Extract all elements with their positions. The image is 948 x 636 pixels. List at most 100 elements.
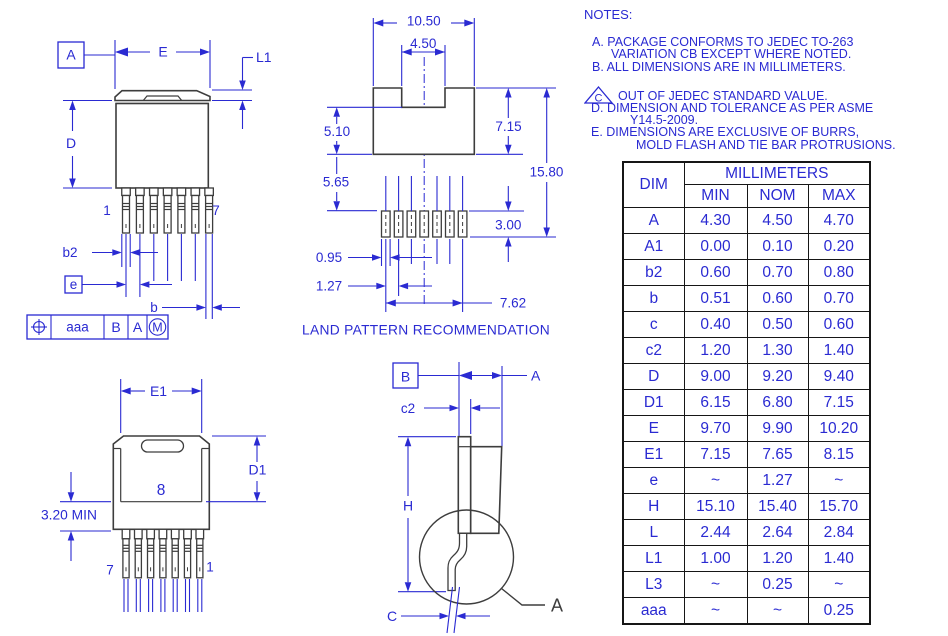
cell-nom: 7.65 — [746, 441, 809, 468]
dimension-15-80: 15.80 — [470, 88, 563, 238]
cell-nom: 0.10 — [746, 233, 809, 260]
dimension-d1: D1 — [206, 435, 267, 503]
dim-b-label: b — [150, 300, 158, 315]
front-pin7-number: 7 — [212, 203, 220, 218]
front-view: A E L1 D — [26, 40, 272, 340]
cell-dim: c — [622, 311, 685, 338]
dimension-c2: c2 — [401, 399, 500, 434]
dimension-10-50: 10.50 — [372, 14, 475, 86]
table-header-nom: NOM — [746, 184, 809, 208]
detail-a-label: A — [551, 596, 563, 616]
back-view-pins — [121, 528, 205, 613]
table-header-units: MILLIMETERS — [683, 161, 871, 185]
revision-triangle-label: C — [595, 93, 603, 105]
cell-min: 0.51 — [683, 285, 748, 312]
cell-nom: 0.60 — [746, 285, 809, 312]
datum-e-label: e — [70, 277, 78, 292]
pad — [380, 210, 391, 238]
cell-nom: 0.25 — [746, 571, 809, 598]
cell-max: 0.70 — [807, 285, 871, 312]
cell-max: 1.40 — [807, 545, 871, 572]
note-a-line1: A. PACKAGE CONFORMS TO JEDEC TO-263 — [592, 35, 854, 50]
cell-dim: b — [622, 285, 685, 312]
cell-max: 10.20 — [807, 415, 871, 442]
note-e-line1: E. DIMENSIONS ARE EXCLUSIVE OF BURRS, — [591, 125, 860, 140]
cell-min: 0.40 — [683, 311, 748, 338]
dimension-7-62: 7.62 — [385, 239, 526, 312]
front-pin1-number: 1 — [103, 203, 111, 218]
dim-e-label: E — [158, 44, 167, 60]
pin — [121, 528, 131, 613]
cell-nom: 9.90 — [746, 415, 809, 442]
land-pattern-caption: LAND PATTERN RECOMMENDATION — [302, 323, 550, 338]
front-view-extension-lines — [121, 234, 213, 319]
land-pattern: 10.50 4.50 5.10 7. — [302, 14, 563, 338]
feature-control-frame: aaa B A M — [26, 314, 169, 340]
cell-max: 9.40 — [807, 363, 871, 390]
side-view: B A c2 — [387, 362, 563, 634]
pad — [406, 210, 417, 238]
dim-l1-label: L1 — [256, 49, 272, 65]
front-view-package-body — [114, 89, 211, 189]
cell-dim: L3 — [622, 571, 685, 598]
dimension-1-27: 1.27 — [316, 239, 432, 312]
dim-pitch: 1.27 — [316, 279, 342, 294]
dimension-7-15: 7.15 — [476, 87, 556, 155]
tab-mounting-hole — [140, 439, 185, 453]
back-view-package-body — [112, 435, 211, 531]
dim-c2-label: c2 — [401, 401, 415, 416]
back-view: E1 D1 8 3.20 MIN 7 1 — [41, 379, 267, 613]
dimension-e-pitch: e — [64, 275, 172, 294]
position-tolerance-icon — [31, 319, 47, 335]
cell-max: 0.20 — [807, 233, 871, 260]
dim-e1-label: E1 — [150, 383, 167, 399]
pin — [183, 528, 192, 613]
cell-dim: H — [622, 493, 685, 520]
dim-pin-pad-height: 3.00 — [495, 218, 521, 233]
dimension-c: C — [387, 586, 490, 634]
table-row: L3~0.25~ — [622, 571, 871, 598]
dim-gap: 5.65 — [323, 175, 349, 190]
cell-max: 15.70 — [807, 493, 871, 520]
pin — [195, 528, 205, 613]
cell-dim: A1 — [622, 233, 685, 260]
tab-pad-outline — [372, 87, 476, 156]
cell-dim: D — [622, 363, 685, 390]
dimension-e: E — [114, 40, 211, 89]
dim-overall-width: 10.50 — [407, 14, 441, 29]
cell-min: 7.15 — [683, 441, 748, 468]
dimension-d: D — [63, 99, 112, 189]
cell-min: ~ — [683, 597, 748, 625]
cell-min: 9.70 — [683, 415, 748, 442]
cell-max: ~ — [807, 467, 871, 494]
pin — [133, 528, 143, 613]
pad — [419, 210, 430, 238]
dim-pad-width: 0.95 — [316, 250, 342, 265]
pin — [170, 528, 180, 613]
pad — [432, 210, 442, 238]
cell-nom: 15.40 — [746, 493, 809, 520]
cell-dim: L — [622, 519, 685, 546]
revision-triangle-icon: C — [584, 85, 614, 105]
front-view-pins — [121, 187, 215, 234]
dim-standoff-label: 3.20 MIN — [41, 508, 97, 523]
datum-b: B — [392, 362, 459, 389]
datum-a: A — [57, 41, 115, 69]
cell-min: ~ — [683, 467, 748, 494]
cell-max: ~ — [807, 571, 871, 598]
tab-pad-number: 8 — [157, 482, 166, 499]
cell-min: 0.60 — [683, 259, 748, 286]
pad-centerlines — [385, 176, 464, 264]
dim-notch-to-bottom: 5.10 — [324, 124, 350, 139]
pad — [393, 210, 404, 238]
dim-d-label: D — [66, 135, 76, 151]
notes-heading: NOTES: — [584, 7, 633, 22]
cell-max: 1.40 — [807, 337, 871, 364]
dimension-standoff: 3.20 MIN — [41, 472, 111, 561]
dimension-0-95: 0.95 — [316, 239, 432, 266]
side-view-package-body — [447, 435, 503, 592]
